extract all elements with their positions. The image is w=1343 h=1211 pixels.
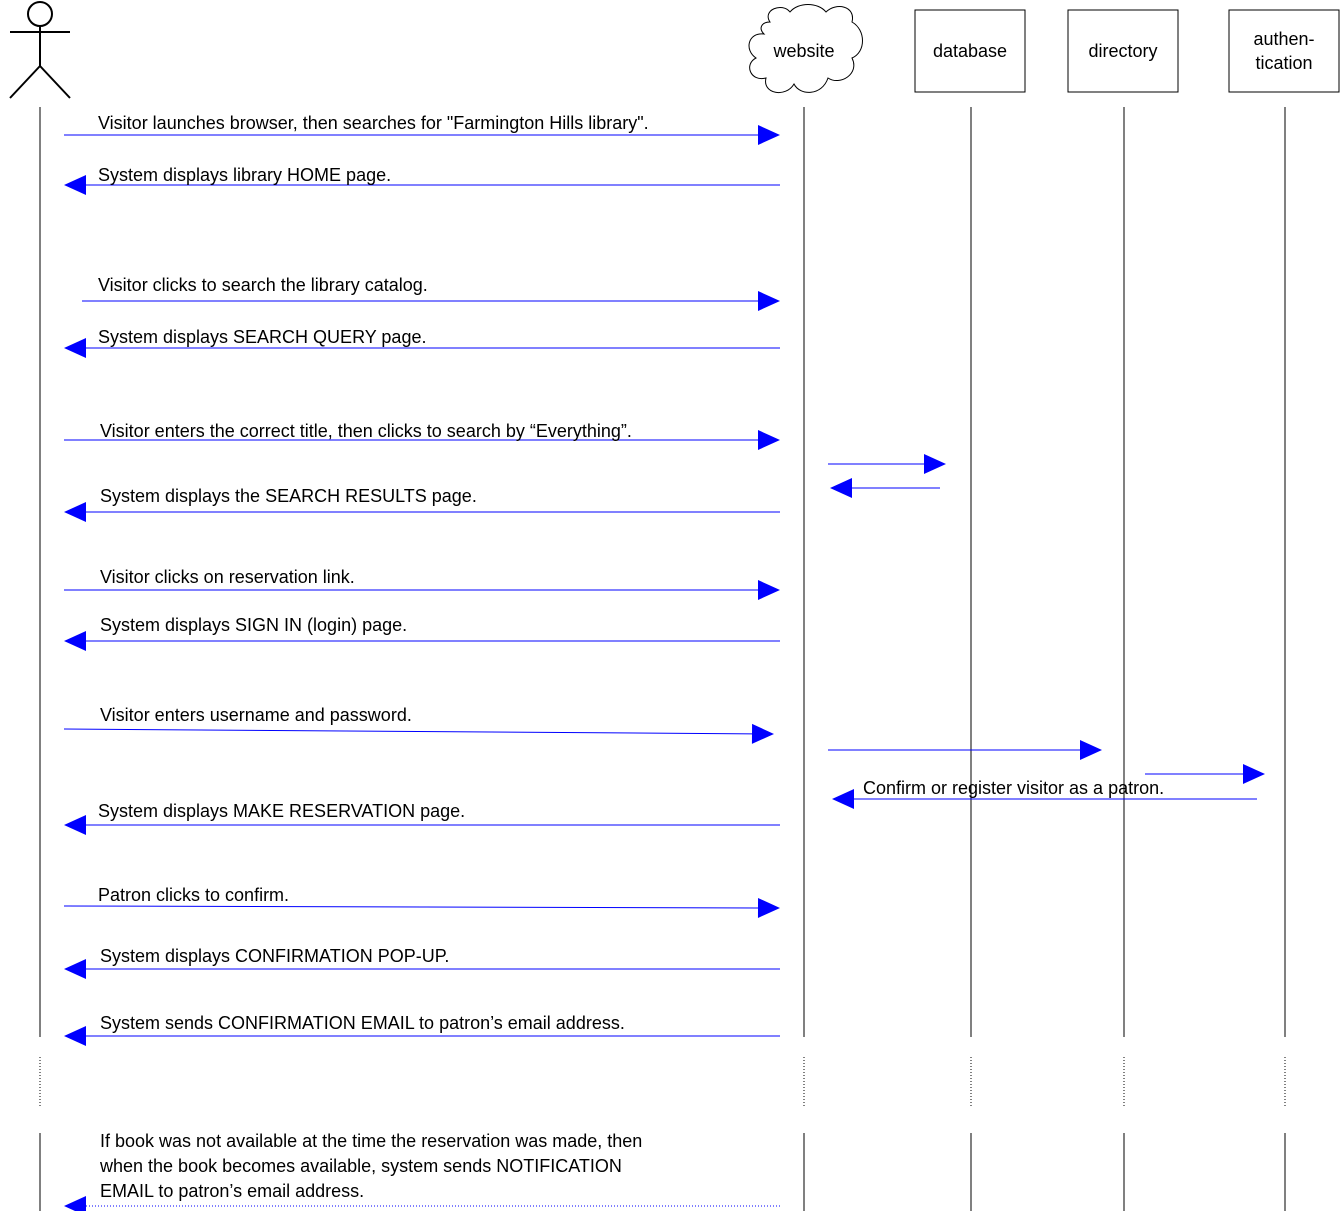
message-arrow-line: [63, 728, 753, 735]
message-arrowhead: [64, 338, 86, 358]
database-label: database: [932, 41, 1008, 61]
message-arrowhead: [758, 125, 780, 145]
message-label: Visitor clicks on reservation link.: [100, 567, 355, 587]
message-label: System displays CONFIRMATION POP-UP.: [100, 946, 450, 966]
authentication-label-line1: authen-: [1253, 29, 1315, 49]
message-arrowhead: [1080, 740, 1102, 760]
message-arrowhead: [64, 631, 86, 651]
lifeline-gap: [39, 1057, 1286, 1108]
message-arrowhead: [830, 478, 852, 498]
message-arrowhead: [64, 815, 86, 835]
message-arrowhead: [758, 430, 780, 450]
authentication-box: [1228, 9, 1340, 93]
directory-label: directory: [1088, 41, 1158, 61]
message-arrowhead: [64, 175, 86, 195]
message-label: Visitor enters the correct title, then c…: [100, 421, 632, 441]
lifelines-bottom: [39, 1133, 1286, 1211]
message-arrowhead: [1243, 764, 1265, 784]
database-box: [914, 9, 1026, 93]
message-arrowhead: [64, 1026, 86, 1046]
message-arrowhead: [64, 1196, 86, 1211]
message-arrowhead: [751, 723, 774, 744]
website-cloud-icon: [748, 4, 863, 93]
message-label: System displays SEARCH QUERY page.: [98, 327, 427, 347]
message-label: System sends CONFIRMATION EMAIL to patro…: [100, 1013, 625, 1033]
message-label: System displays SIGN IN (login) page.: [100, 615, 408, 635]
message-label: Visitor enters username and password.: [100, 705, 412, 725]
message-arrow-line: [63, 905, 759, 909]
message-arrowhead: [757, 897, 780, 918]
message-label: System displays the SEARCH RESULTS page.: [100, 486, 477, 506]
website-label: website: [773, 41, 835, 61]
message-arrowhead: [832, 789, 854, 809]
message-arrowhead: [64, 959, 86, 979]
message-arrowhead: [924, 454, 946, 474]
notification-line-1: If book was not available at the time th…: [100, 1131, 643, 1151]
notification-line-3: EMAIL to patron’s email address.: [100, 1181, 365, 1201]
message-arrowhead: [758, 580, 780, 600]
message-arrowhead: [758, 291, 780, 311]
notification-line-2: when the book becomes available, system …: [100, 1156, 622, 1176]
message-label: System displays library HOME page.: [98, 165, 392, 185]
message-label: Visitor launches browser, then searches …: [98, 113, 649, 133]
visitor-actor-icon: [9, 1, 71, 99]
message-label: Confirm or register visitor as a patron.: [863, 778, 1165, 798]
authentication-label-line2: tication: [1255, 53, 1313, 73]
lifelines: [39, 107, 1286, 1037]
message-label: System displays MAKE RESERVATION page.: [98, 801, 466, 821]
message-arrowhead: [64, 502, 86, 522]
message-label: Visitor clicks to search the library cat…: [98, 275, 428, 295]
message-arrows: [63, 125, 1265, 1211]
directory-box: [1067, 9, 1179, 93]
message-label: Patron clicks to confirm.: [98, 885, 290, 905]
